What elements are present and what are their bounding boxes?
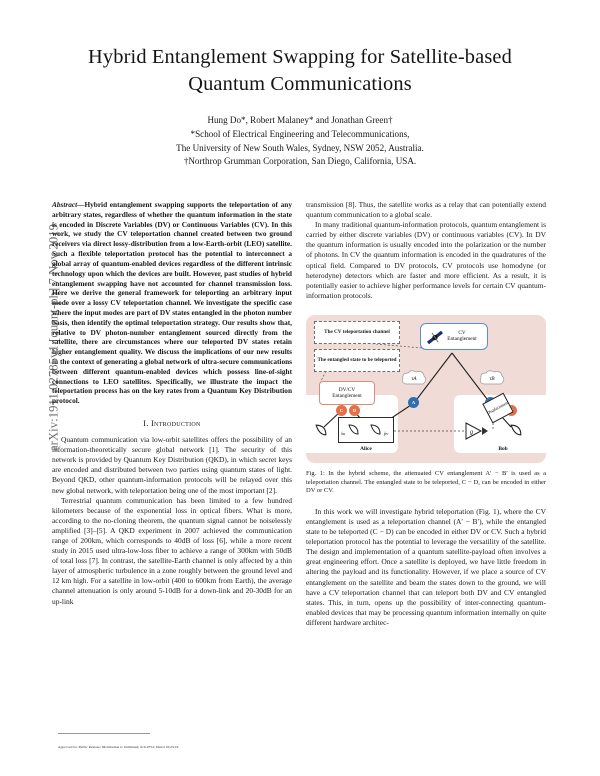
section-number: I.: [143, 419, 149, 429]
bell-measurement-box: x̂u p̂v: [338, 416, 394, 443]
title-line-2: Quantum Communications: [188, 72, 412, 95]
section-title: Introduction: [151, 419, 201, 429]
dvcv-label-line-2: Entanglement: [332, 392, 362, 399]
author-block: Hung Do*, Robert Malaney* and Jonathan G…: [46, 114, 554, 169]
bob-label: Bob: [498, 445, 508, 452]
satellite-icon: [426, 329, 444, 346]
paragraph-left-2: Terrestrial quantum communication has be…: [52, 495, 292, 606]
mode-dot-d: D: [349, 404, 360, 416]
homodyne-detector-p: [369, 423, 382, 441]
body-columns: Abstract—Hybrid entanglement swapping su…: [52, 200, 550, 760]
footnote-text: Approved for Public Release; Distributio…: [58, 745, 180, 750]
affiliation-2: The University of New South Wales, Sydne…: [176, 142, 424, 153]
channel-cloud-a: τA: [400, 369, 428, 389]
left-column: Abstract—Hybrid entanglement swapping su…: [52, 200, 292, 760]
satellite-label-line-2: Entanglement: [447, 336, 477, 343]
figure-1-canvas: The CV teleportation channel The entangl…: [306, 314, 546, 463]
paragraph-right-3: In this work we will investigate hybrid …: [306, 506, 546, 627]
author-names: Hung Do*, Robert Malaney* and Jonathan G…: [207, 115, 393, 126]
right-column: transmission [8]. Thus, the satellite wo…: [306, 200, 546, 760]
affiliation-3: †Northrop Grumman Corporation, San Diego…: [183, 156, 417, 167]
annotation-cv-channel: The CV teleportation channel: [314, 320, 400, 344]
footnote-rule: [58, 733, 150, 734]
page-title: Hybrid Entanglement Swapping for Satelli…: [46, 44, 554, 97]
detector-c: [314, 423, 328, 442]
satellite-label-line-1: CV: [458, 330, 466, 337]
channel-cloud-b: τB: [478, 369, 506, 389]
mode-dot-a: A: [408, 396, 419, 408]
abstract-lead-label: Abstract: [52, 200, 78, 209]
title-line-1: Hybrid Entanglement Swapping for Satelli…: [88, 46, 512, 68]
dvcv-label-line-1: DV/CV: [338, 386, 356, 393]
satellite-cv-entanglement-box: CV Entanglement: [420, 322, 488, 350]
paragraph-right-1: transmission [8]. Thus, the satellite wo…: [306, 200, 546, 220]
alice-label: Alice: [360, 445, 372, 452]
paragraph-left-1: Quantum communication via low-orbit sate…: [52, 435, 292, 495]
channel-b-label: τB: [489, 375, 495, 382]
figure-1: The CV teleportation channel The entangl…: [306, 314, 546, 496]
homodyne-detector-x: [347, 423, 360, 441]
figure-caption-label: Fig. 1:: [306, 469, 325, 477]
quadrature-x-label: x̂u: [341, 430, 346, 436]
quadrature-p-label: p̂v: [384, 430, 389, 436]
svg-text:g: g: [470, 429, 473, 435]
detector-f: [509, 423, 523, 442]
mode-dot-c: C: [336, 404, 347, 416]
section-heading-introduction: I. Introduction: [52, 419, 292, 428]
displacement-label: Displacement: [485, 399, 510, 415]
annotation-entangled-state: The entangled state to be teleported: [314, 348, 400, 372]
figure-1-caption: Fig. 1: In the hybrid scheme, the attenu…: [306, 470, 546, 496]
displacement-amplifier: g: [463, 421, 483, 446]
abstract-text: —Hybrid entanglement swapping supports t…: [52, 200, 292, 406]
figure-caption-text: In the hybrid scheme, the attenuated CV …: [306, 469, 547, 495]
affiliation-1: *School of Electrical Engineering and Te…: [190, 128, 410, 139]
abstract: Abstract—Hybrid entanglement swapping su…: [52, 200, 292, 406]
dvcv-entanglement-box: DV/CV Entanglement: [319, 380, 375, 405]
paper-page: Hybrid Entanglement Swapping for Satelli…: [46, 0, 554, 776]
channel-a-label: τA: [411, 375, 417, 382]
paragraph-right-2: In many traditional quantum-information …: [306, 220, 546, 300]
